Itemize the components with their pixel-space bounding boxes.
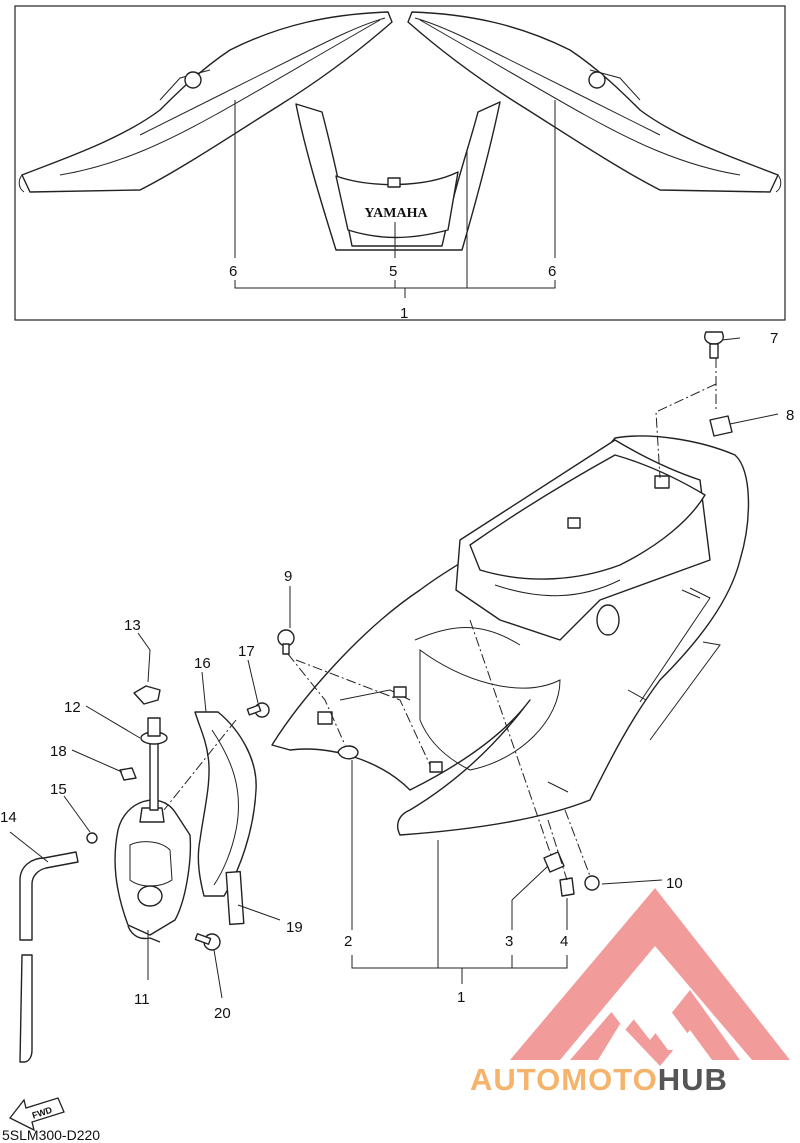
callout-16: 16 xyxy=(194,655,211,672)
callout-8: 8 xyxy=(786,407,794,424)
overflow-hose xyxy=(19,851,79,1063)
callout-12: 12 xyxy=(64,699,81,716)
callout-20: 20 xyxy=(214,1005,231,1022)
watermark-suffix: HUB xyxy=(658,1062,728,1097)
side-cover-right xyxy=(407,11,782,193)
callout-5: 5 xyxy=(389,263,397,280)
callout-18: 18 xyxy=(50,743,67,760)
callout-10: 10 xyxy=(666,875,683,892)
reservoir-tank xyxy=(86,685,192,943)
hardware xyxy=(277,331,733,897)
callout-7: 7 xyxy=(770,330,778,347)
callout-9: 9 xyxy=(284,568,292,585)
inset-leaders xyxy=(234,100,556,298)
callout-11: 11 xyxy=(134,991,150,1008)
assembly-leaders xyxy=(287,337,779,984)
yamaha-decal: YAMAHA xyxy=(364,206,428,221)
watermark-triangle-icon xyxy=(510,888,790,1060)
callout-6-right: 6 xyxy=(548,263,556,280)
fwd-arrow-icon: FWD xyxy=(9,1097,65,1132)
callout-13: 13 xyxy=(124,617,141,634)
rear-cowl xyxy=(271,435,750,836)
tail-center-cover: YAMAHA xyxy=(295,101,501,251)
callout-1-main: 1 xyxy=(457,989,465,1006)
tank-leaders xyxy=(9,632,281,999)
inset-frame xyxy=(14,5,786,321)
callout-4: 4 xyxy=(560,933,568,950)
callout-labels: 1 1 2 3 4 5 6 6 7 8 9 10 11 12 13 14 15 … xyxy=(0,263,794,1022)
callout-19: 19 xyxy=(286,919,303,936)
tank-bracket xyxy=(194,711,257,926)
callout-1-inset: 1 xyxy=(400,305,408,322)
callout-15: 15 xyxy=(50,781,67,798)
tank-bolts xyxy=(194,702,270,951)
watermark-prefix: AUTOMOTO xyxy=(470,1062,658,1097)
side-cover-left xyxy=(18,11,393,193)
callout-14: 14 xyxy=(0,809,17,826)
callout-17: 17 xyxy=(238,643,255,660)
watermark-logo xyxy=(510,888,790,1066)
callout-6-left: 6 xyxy=(229,263,237,280)
diagram-code: 5SLM300-D220 xyxy=(2,1127,100,1143)
callout-3: 3 xyxy=(505,933,513,950)
callout-2: 2 xyxy=(344,933,352,950)
watermark-text: AUTOMOTOHUB xyxy=(470,1062,728,1097)
